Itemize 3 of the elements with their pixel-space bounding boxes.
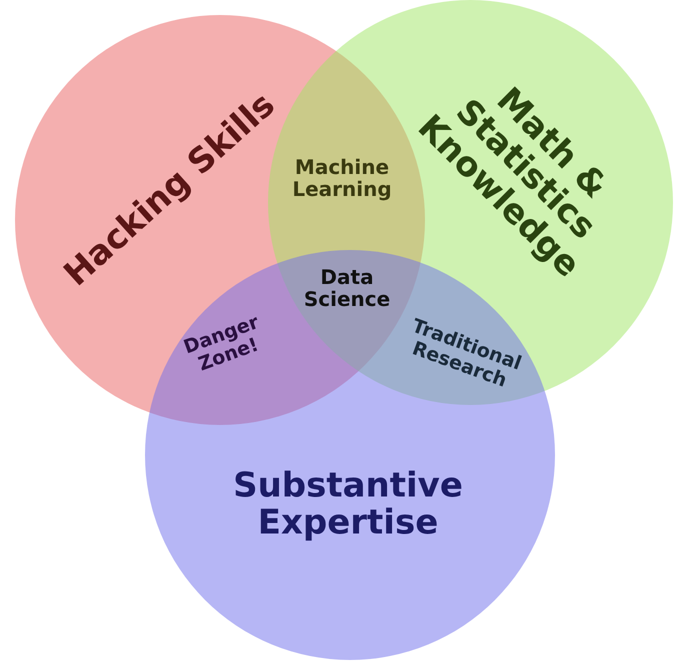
set-label: Substantive Expertise [232, 468, 464, 542]
overlap-label: Data Science [302, 266, 392, 310]
overlap-label: Machine Learning [291, 156, 393, 200]
